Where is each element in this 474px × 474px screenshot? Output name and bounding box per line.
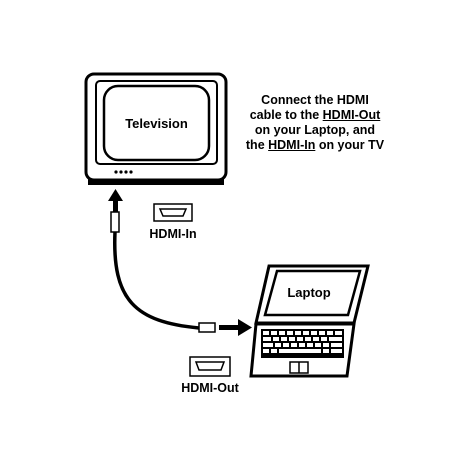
instructions-line-3: on your Laptop, and — [254, 123, 376, 137]
arrow-right-icon — [219, 319, 252, 336]
hdmi-in-label: HDMI-In — [149, 227, 197, 241]
laptop-icon — [249, 264, 370, 378]
laptop-label: Laptop — [287, 285, 331, 300]
hdmi-out-label: HDMI-Out — [181, 381, 239, 395]
hdmi-plug-icon — [198, 322, 216, 333]
hdmi-out-port-icon — [189, 356, 231, 377]
instructions-line-2: cable to the HDMI-Out — [249, 108, 381, 122]
hdmi-in-port-icon — [153, 203, 193, 222]
television-icon — [84, 72, 228, 185]
instructions-line-1: Connect the HDMI — [261, 93, 369, 107]
television-label: Television — [125, 116, 188, 131]
connection-instructions: Connect the HDMI cable to the HDMI-Out o… — [226, 93, 404, 153]
hdmi-plug-icon — [110, 211, 120, 233]
arrow-up-icon — [108, 189, 123, 212]
hdmi-in-emphasis: HDMI-In — [268, 138, 316, 152]
hdmi-out-emphasis: HDMI-Out — [322, 108, 381, 122]
instructions-line-4: the HDMI-In on your TV — [245, 138, 385, 152]
